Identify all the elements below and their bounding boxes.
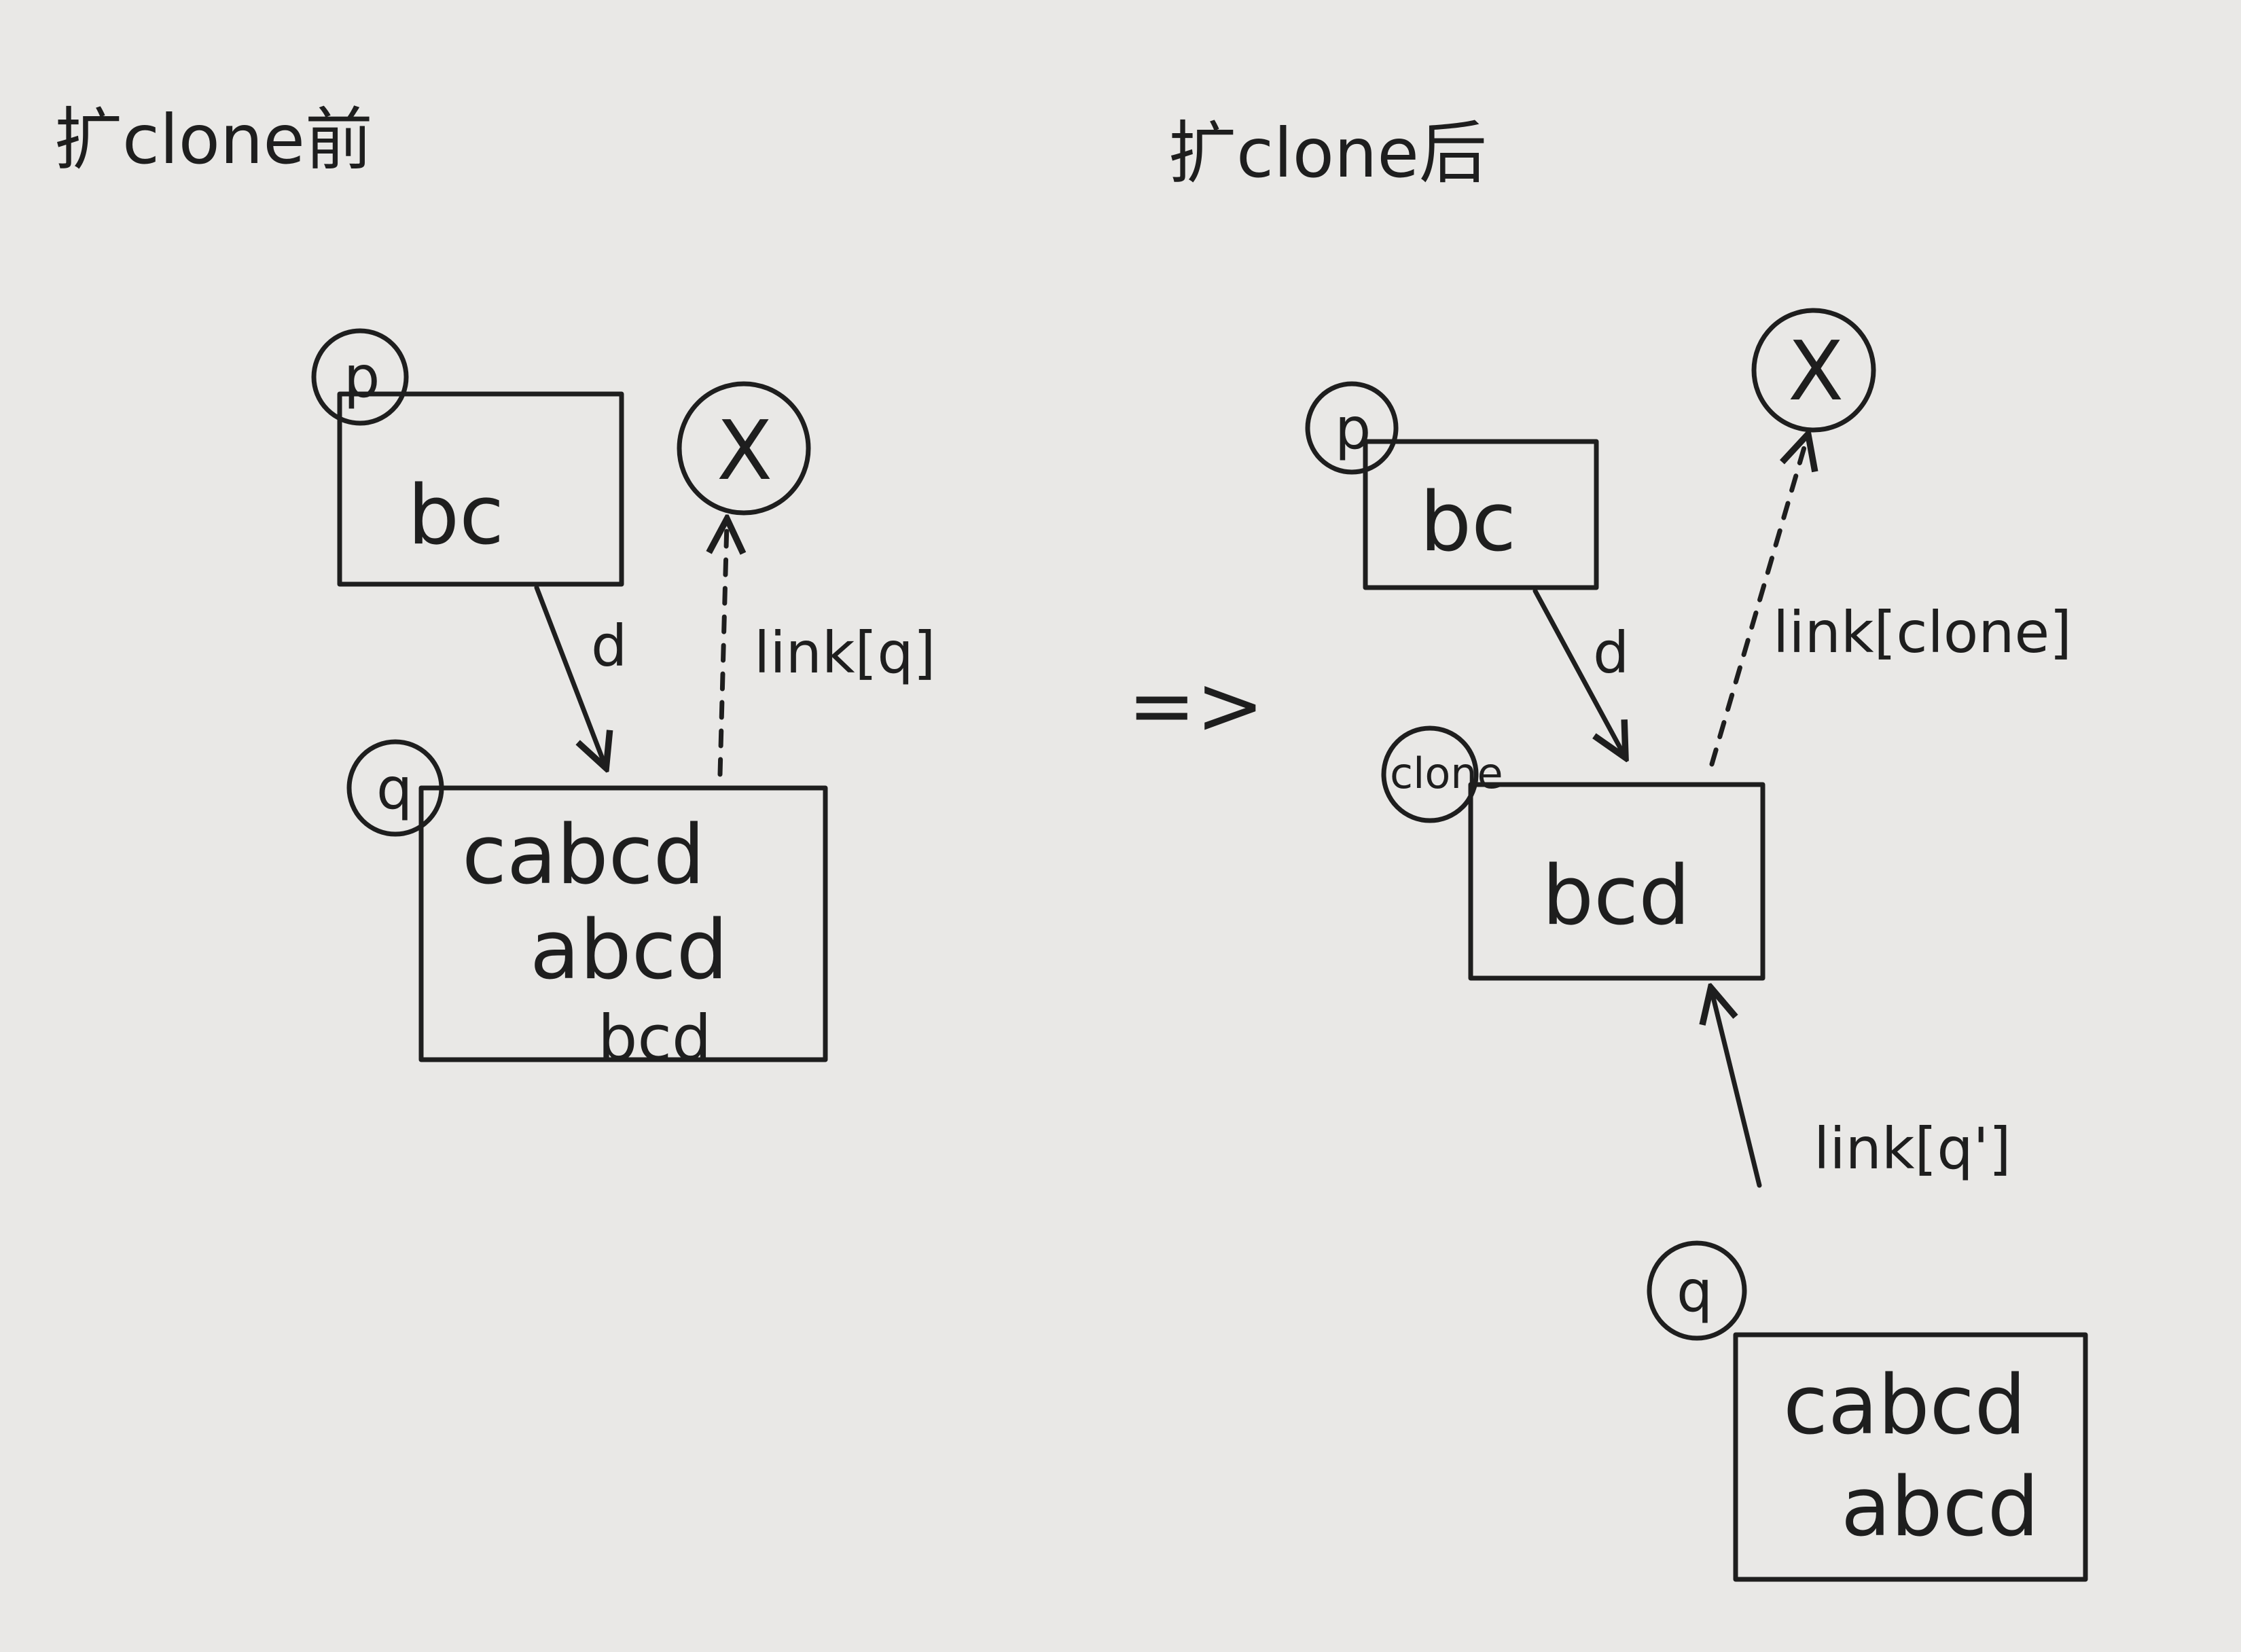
before-d-arrow: [534, 585, 605, 764]
after-p-text: bc: [1420, 475, 1516, 570]
after-node-clone: clone bcd: [1381, 725, 1765, 981]
before-q-label: q: [376, 755, 412, 822]
before-q-circle: [346, 739, 444, 837]
after-link-q-label: link[q']: [1814, 1115, 2011, 1182]
after-panel: 扩clone后 p bc X d link[clone] clone: [1168, 113, 2088, 1582]
after-d-arrow: [1532, 588, 1624, 754]
before-p-circle: [311, 328, 409, 426]
after-q-circle: [1647, 1240, 1747, 1341]
after-p-label: p: [1335, 395, 1371, 462]
before-link-arrow: [720, 523, 727, 777]
before-d-label: d: [591, 613, 627, 679]
after-p-box: [1363, 439, 1599, 590]
before-node-q: q cabcd abcd bcd: [346, 739, 828, 1075]
before-edge-d: d: [534, 585, 627, 764]
before-x-circle: [677, 381, 811, 516]
before-p-text: bc: [408, 469, 504, 563]
before-p-box: [337, 391, 624, 587]
before-q-line-2: abcd: [530, 903, 728, 998]
after-node-x: X: [1751, 308, 1876, 433]
after-edge-link-clone: link[clone]: [1709, 438, 2072, 767]
before-link-label: link[q]: [754, 620, 935, 686]
before-x-label: X: [717, 404, 772, 499]
before-p-label: p: [344, 344, 380, 410]
after-q-box: [1733, 1332, 2088, 1582]
after-link-clone-label: link[clone]: [1773, 599, 2072, 666]
before-title: 扩clone前: [54, 100, 373, 179]
before-panel: 扩clone前 p bc X d link[q] q cabcd: [54, 100, 935, 1075]
after-d-label: d: [1593, 620, 1629, 686]
after-node-p: p bc: [1305, 381, 1599, 590]
before-q-box: [418, 785, 828, 1062]
before-node-x: X: [677, 381, 811, 516]
after-clone-text: bcd: [1542, 849, 1690, 944]
after-edge-link-q: link[q']: [1712, 992, 2011, 1188]
after-link-clone-arrow: [1709, 438, 1807, 767]
before-edge-link: link[q]: [720, 523, 935, 777]
after-clone-box: [1468, 782, 1765, 981]
after-q-label: q: [1677, 1258, 1713, 1325]
after-link-q-arrow: [1712, 992, 1762, 1188]
after-q-line-1: cabcd: [1783, 1359, 2026, 1453]
after-edge-d: d: [1532, 588, 1629, 754]
after-clone-label: clone: [1390, 749, 1503, 798]
before-q-line-3: bcd: [598, 1002, 711, 1075]
after-title: 扩clone后: [1168, 113, 1487, 193]
after-q-line-2: abcd: [1841, 1460, 2039, 1555]
before-node-p: p bc: [311, 328, 624, 587]
after-p-circle: [1305, 381, 1399, 475]
after-clone-circle: [1381, 725, 1479, 823]
before-q-line-1: cabcd: [462, 808, 705, 903]
transition-arrow: =>: [1128, 659, 1264, 753]
after-node-q: q cabcd abcd: [1647, 1240, 2088, 1582]
after-x-label: X: [1788, 325, 1844, 419]
